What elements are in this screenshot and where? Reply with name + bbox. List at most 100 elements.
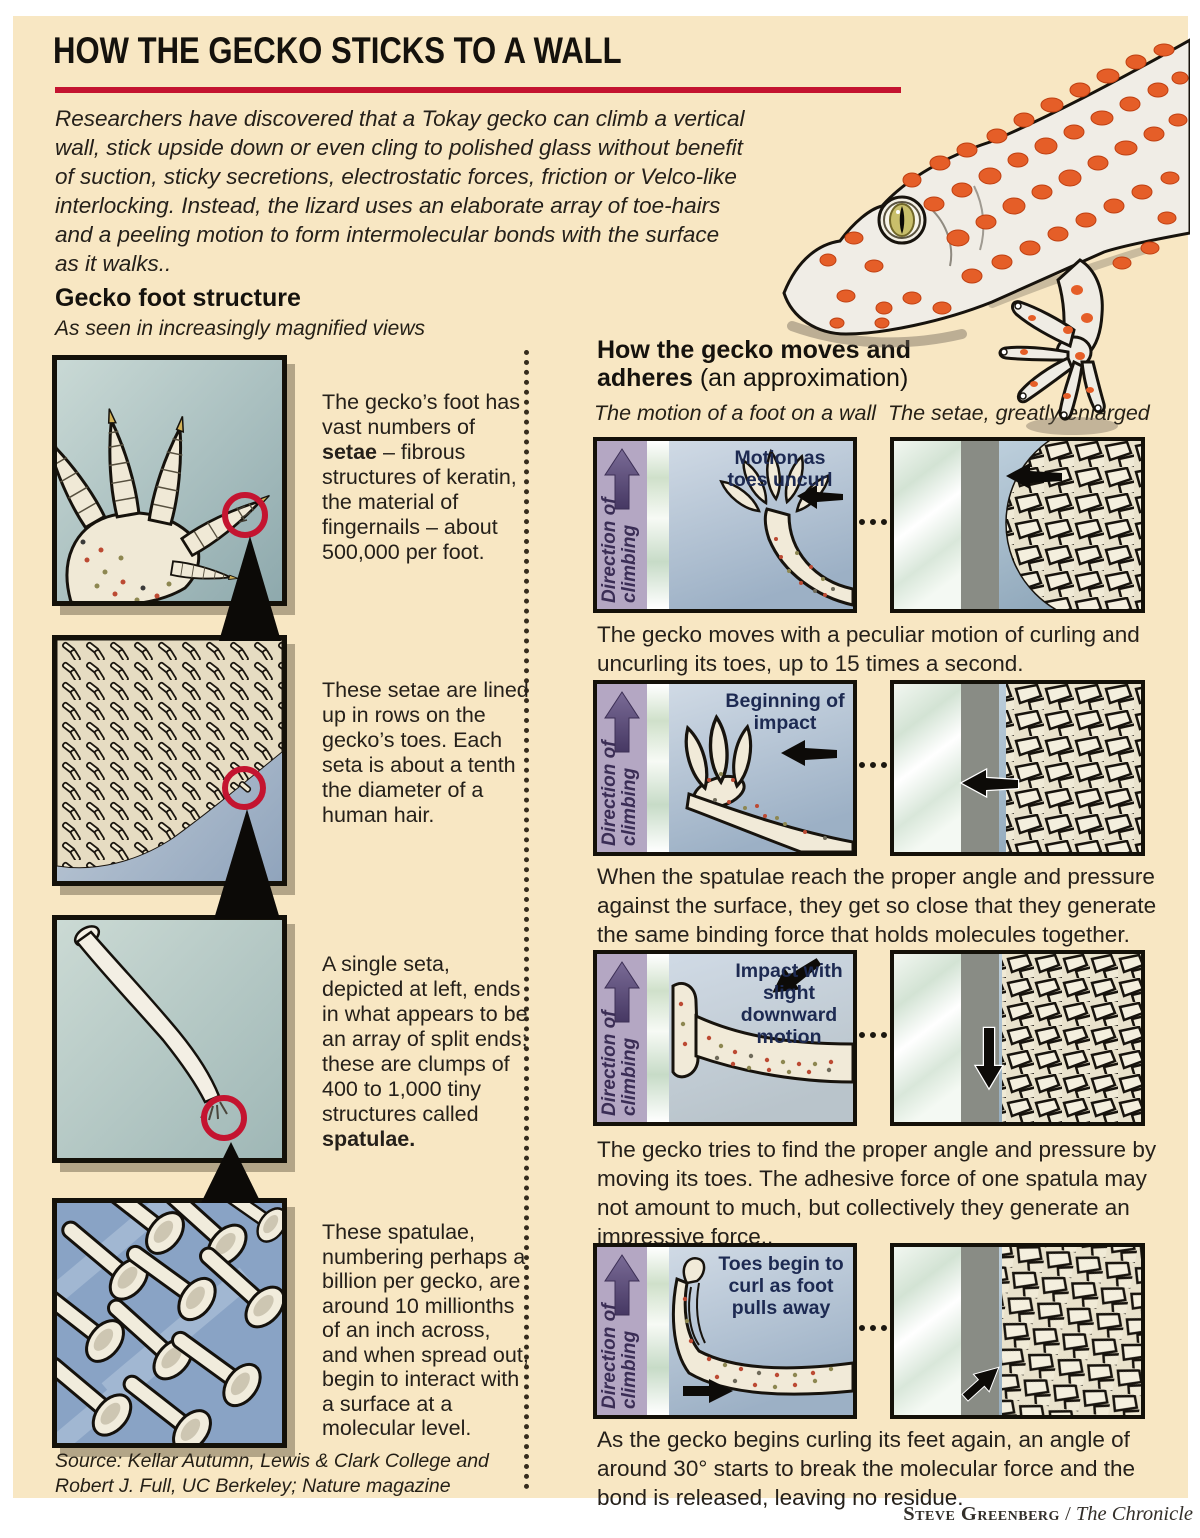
intro-paragraph: Researchers have discovered that a Tokay… bbox=[55, 104, 745, 278]
text-block-rows: These setae are lined up in rows on the … bbox=[322, 678, 530, 828]
setae-panel-row4 bbox=[890, 1243, 1145, 1419]
black-triangle bbox=[201, 1142, 261, 1203]
setae-field bbox=[1006, 684, 1141, 852]
motion-drawing-row4: Direction of climbing bbox=[597, 1247, 853, 1415]
dotted-connector bbox=[859, 1325, 887, 1331]
motion-caption-label: Beginning of impact bbox=[725, 690, 845, 734]
left-arrow-icon bbox=[1006, 463, 1062, 489]
up-right-arrow-icon bbox=[961, 1366, 1000, 1402]
intro-line: wall, stick upside down or even cling to… bbox=[55, 135, 743, 160]
up-arrow-icon bbox=[604, 691, 640, 753]
down-arrow-icon bbox=[973, 1026, 1005, 1091]
direction-label-line1: Direction of bbox=[599, 739, 620, 846]
left-arrow-icon bbox=[959, 767, 1020, 799]
setae-drawing-row4 bbox=[894, 1247, 1141, 1415]
magnified-panel-spatulae bbox=[52, 1198, 287, 1448]
dotted-connector bbox=[859, 519, 887, 525]
single-seta-drawing bbox=[57, 920, 282, 1158]
title-rule bbox=[55, 87, 901, 93]
motion-caption-label: Motion as toes uncurl bbox=[727, 447, 833, 491]
dotted-connector bbox=[859, 1032, 887, 1038]
heading-bold: adheres bbox=[597, 364, 693, 392]
text-block-setae: The gecko’s foot has vast numbers of set… bbox=[322, 390, 530, 565]
magnified-panel-single-seta bbox=[52, 915, 287, 1163]
setae-cluster bbox=[1005, 441, 1141, 609]
motion-caption-label: Toes begin to curl as foot pulls away bbox=[718, 1253, 844, 1319]
intro-line: of suction, sticky secretions, electrost… bbox=[55, 164, 737, 189]
magnified-panel-setae-rows bbox=[52, 635, 287, 886]
gecko-leg-spots bbox=[1020, 285, 1094, 399]
glass-surface bbox=[894, 441, 961, 609]
motion-caption-label: Impact with slight downward motion bbox=[735, 960, 843, 1048]
left-section-heading: Gecko foot structure bbox=[55, 284, 301, 312]
intro-line: Researchers have discovered that a Tokay… bbox=[55, 106, 745, 131]
down-left-arrow-icon bbox=[772, 958, 822, 993]
row1-caption: The gecko moves with a peculiar motion o… bbox=[597, 622, 1140, 676]
setae-field bbox=[1002, 1247, 1141, 1415]
motion-panel-row1: Direction of climbing bbox=[593, 437, 857, 613]
motion-drawing-row1: Direction of climbing bbox=[597, 441, 853, 609]
artist-credit: Steve Greenberg / The Chronicle bbox=[793, 1503, 1193, 1526]
intro-line: interlocking. Instead, the lizard uses a… bbox=[55, 193, 721, 218]
direction-label-line2: climbing bbox=[619, 524, 640, 603]
right-section-heading: How the gecko moves and adheres (an appr… bbox=[597, 336, 911, 392]
red-circle bbox=[222, 492, 268, 538]
block-text: – fibrous structures of keratin, the mat… bbox=[322, 440, 517, 564]
wall-strip bbox=[647, 441, 669, 609]
left-section-subheading: As seen in increasingly magnified views bbox=[55, 317, 426, 340]
credit-publication: The Chronicle bbox=[1075, 1503, 1193, 1525]
setae-panel-row3 bbox=[890, 950, 1145, 1126]
spatulae-drawing bbox=[57, 1203, 282, 1443]
source-line: Robert J. Full, UC Berkeley; Nature maga… bbox=[55, 1475, 451, 1497]
credit-separator: / bbox=[1059, 1503, 1076, 1525]
up-arrow-icon bbox=[604, 1254, 640, 1316]
direction-label-line1: Direction of bbox=[599, 1302, 620, 1409]
direction-label-line2: climbing bbox=[619, 767, 640, 846]
red-circle bbox=[201, 1095, 247, 1141]
column-label-setae: The setae, greatly enlarged bbox=[888, 401, 1150, 425]
gecko-foot-impact-begin bbox=[678, 715, 853, 852]
block-text: A single seta, depicted at left, ends in… bbox=[322, 952, 528, 1126]
foot-speckles bbox=[80, 539, 172, 601]
up-arrow-icon bbox=[604, 961, 640, 1023]
block-bold: spatulae. bbox=[322, 1127, 416, 1151]
direction-label-line2: climbing bbox=[619, 1037, 640, 1116]
intro-line: and a peeling motion to form intermolecu… bbox=[55, 222, 720, 247]
row4-caption: As the gecko begins curling its feet aga… bbox=[597, 1427, 1136, 1510]
wall-surface bbox=[961, 441, 999, 609]
row2-caption: When the spatulae reach the proper angle… bbox=[597, 864, 1157, 947]
setae-drawing-row2 bbox=[894, 684, 1141, 852]
row3-caption: The gecko tries to find the proper angle… bbox=[597, 1137, 1157, 1249]
direction-label-line1: Direction of bbox=[599, 1009, 620, 1116]
heading-normal: (an approximation) bbox=[692, 364, 909, 392]
motion-drawing-row2: Direction of climbing bbox=[597, 684, 853, 852]
gecko-eye bbox=[877, 195, 927, 245]
text-block-single-seta: A single seta, depicted at left, ends in… bbox=[322, 952, 530, 1152]
up-arrow-icon bbox=[604, 448, 640, 510]
gecko-spots bbox=[819, 43, 1189, 329]
setae-drawing-row3 bbox=[894, 954, 1141, 1122]
intro-line: as it walks.. bbox=[55, 251, 172, 276]
block-text: These spatulae, numbering perhaps a bill… bbox=[322, 1220, 529, 1440]
setae-panel-row2 bbox=[890, 680, 1145, 856]
gecko-foot-pressed bbox=[671, 958, 853, 1084]
setae-drawing-row1 bbox=[894, 441, 1141, 609]
motion-panel-row2: Direction of climbing bbox=[593, 680, 857, 856]
motion-panel-row4: Direction of climbing bbox=[593, 1243, 857, 1419]
source-line: Source: Kellar Autumn, Lewis & Clark Col… bbox=[55, 1450, 489, 1472]
direction-label-line2: climbing bbox=[619, 1330, 640, 1409]
black-triangle bbox=[219, 536, 281, 641]
block-bold: setae bbox=[322, 440, 377, 464]
right-arrow-icon bbox=[683, 1379, 733, 1403]
gecko-foot-uncurling bbox=[716, 449, 853, 607]
left-arrow-icon bbox=[797, 485, 843, 509]
heading-bold: How the gecko moves and bbox=[597, 336, 911, 364]
tokay-gecko-illustration bbox=[782, 38, 1190, 435]
setae-field bbox=[1002, 954, 1141, 1122]
black-triangle bbox=[214, 809, 280, 919]
motion-panel-row3: Direction of climbing bbox=[593, 950, 857, 1126]
gecko-foot-pulling-away bbox=[671, 1257, 853, 1403]
page-title: HOW THE GECKO STICKS TO A WALL bbox=[53, 30, 622, 71]
text-block-spatulae: These spatulae, numbering perhaps a bill… bbox=[322, 1220, 530, 1441]
